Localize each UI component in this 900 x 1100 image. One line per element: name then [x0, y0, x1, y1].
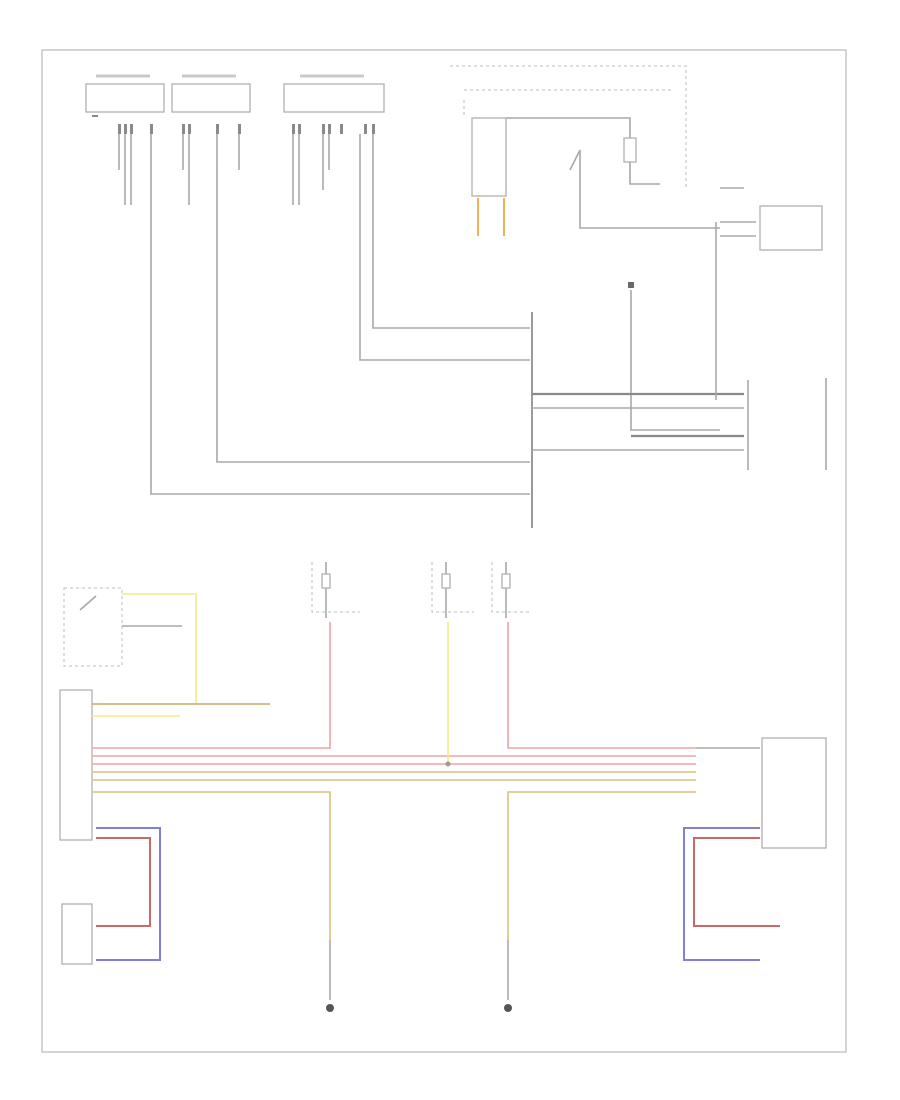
fuse-right [491, 562, 532, 618]
ecu-connector-mid [171, 74, 251, 113]
right-heater-loop [683, 827, 780, 961]
ground-right [504, 940, 512, 1012]
ecu-connector-right [283, 74, 385, 113]
ground-connector-mid [628, 282, 720, 431]
ecu-short-wires [118, 134, 330, 205]
left-switch-module [59, 587, 197, 841]
junction-dot [445, 761, 451, 767]
right-switch-module [696, 737, 827, 849]
ecu-connector-left [85, 74, 165, 113]
fuse-left [311, 562, 360, 618]
left-heater-loop [61, 827, 161, 965]
ground-left [326, 940, 334, 1012]
right-side-connector [532, 222, 827, 470]
diagram-frame [41, 49, 847, 1053]
right-top-module [720, 187, 823, 251]
left-module-wires [92, 622, 696, 940]
hvac-relay-block [450, 65, 720, 229]
ecu-bus-wires [150, 134, 530, 495]
ecu-pins [92, 115, 375, 134]
relay-connector-pins [477, 198, 505, 236]
fuse-mid [431, 562, 474, 618]
